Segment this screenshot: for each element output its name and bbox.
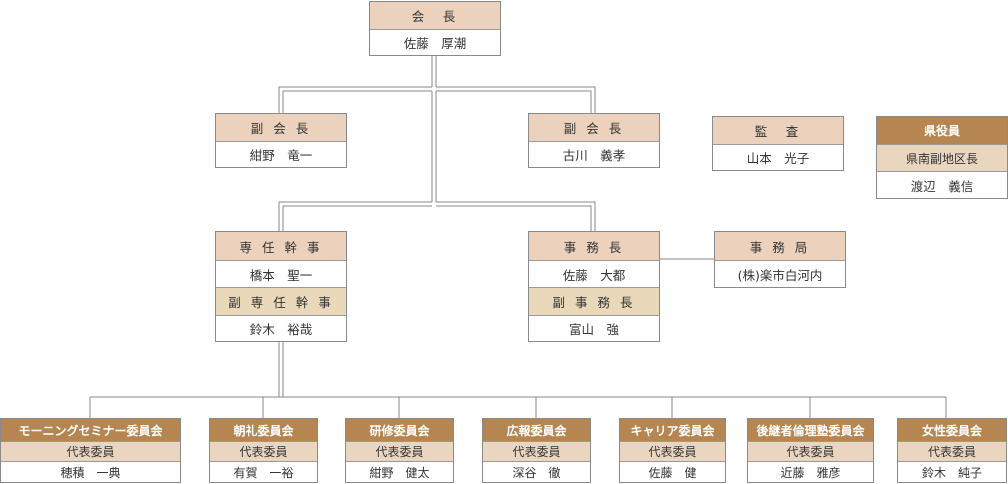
executive-secretary-box: 専 任 幹 事 橋本 聖一 副 専 任 幹 事 鈴木 裕哉 [215, 231, 347, 342]
committee-role: 代表委員 [620, 441, 725, 461]
committee-box: 後継者倫理塾委員会 代表委員 近藤 雅彦 [747, 418, 874, 483]
prefecture-officer-box: 県役員 県南副地区長 渡辺 義信 [876, 116, 1008, 199]
vice-president-box-1: 副 会 長 紺野 竜一 [215, 113, 347, 168]
committee-name: 後継者倫理塾委員会 [748, 419, 873, 441]
office-title: 事 務 局 [715, 232, 845, 260]
committee-name: 広報委員会 [483, 419, 590, 441]
vice-president-name: 古川 義孝 [529, 141, 659, 167]
secretary-general-name: 佐藤 大都 [529, 260, 659, 287]
secretary-general-title: 事 務 長 [529, 232, 659, 260]
committee-member: 紺野 健太 [346, 461, 453, 482]
committee-member: 近藤 雅彦 [748, 461, 873, 482]
vice-president-name: 紺野 竜一 [216, 141, 346, 167]
committee-role: 代表委員 [1, 441, 180, 461]
president-name: 佐藤 厚潮 [370, 29, 500, 55]
committee-role: 代表委員 [748, 441, 873, 461]
committee-role: 代表委員 [346, 441, 453, 461]
committee-box: キャリア委員会 代表委員 佐藤 健 [619, 418, 726, 483]
committee-name: 研修委員会 [346, 419, 453, 441]
auditor-title: 監 査 [713, 117, 843, 144]
committee-box: 広報委員会 代表委員 深谷 徹 [482, 418, 591, 483]
deputy-secretary-general-title: 副 事 務 長 [529, 287, 659, 315]
committee-box: 朝礼委員会 代表委員 有賀 一裕 [209, 418, 318, 483]
vice-president-title: 副 会 長 [529, 114, 659, 141]
auditor-name: 山本 光子 [713, 144, 843, 170]
deputy-executive-secretary-title: 副 専 任 幹 事 [216, 287, 346, 315]
committee-role: 代表委員 [898, 441, 1006, 461]
vice-president-title: 副 会 長 [216, 114, 346, 141]
committee-member: 深谷 徹 [483, 461, 590, 482]
executive-secretary-title: 専 任 幹 事 [216, 232, 346, 260]
committee-member: 佐藤 健 [620, 461, 725, 482]
president-title: 会 長 [370, 2, 500, 29]
committee-name: キャリア委員会 [620, 419, 725, 441]
committee-box: 研修委員会 代表委員 紺野 健太 [345, 418, 454, 483]
committee-name: 朝礼委員会 [210, 419, 317, 441]
deputy-executive-secretary-name: 鈴木 裕哉 [216, 315, 346, 341]
prefecture-officer-name: 渡辺 義信 [877, 171, 1007, 198]
committee-box: モーニングセミナー委員会 代表委員 穂積 一典 [0, 418, 181, 483]
committee-box: 女性委員会 代表委員 鈴木 純子 [897, 418, 1007, 483]
committee-member: 有賀 一裕 [210, 461, 317, 482]
prefecture-officer-role: 県南副地区長 [877, 144, 1007, 171]
office-name: (株)楽市白河内 [715, 260, 845, 287]
secretary-general-box: 事 務 長 佐藤 大都 副 事 務 長 富山 強 [528, 231, 660, 342]
prefecture-officer-header: 県役員 [877, 117, 1007, 144]
executive-secretary-name: 橋本 聖一 [216, 260, 346, 287]
deputy-secretary-general-name: 富山 強 [529, 315, 659, 341]
committee-role: 代表委員 [210, 441, 317, 461]
committee-name: 女性委員会 [898, 419, 1006, 441]
president-box: 会 長 佐藤 厚潮 [369, 1, 501, 56]
vice-president-box-2: 副 会 長 古川 義孝 [528, 113, 660, 168]
auditor-box: 監 査 山本 光子 [712, 116, 844, 171]
committee-member: 穂積 一典 [1, 461, 180, 482]
committee-role: 代表委員 [483, 441, 590, 461]
office-box: 事 務 局 (株)楽市白河内 [714, 231, 846, 288]
committee-member: 鈴木 純子 [898, 461, 1006, 482]
committee-name: モーニングセミナー委員会 [1, 419, 180, 441]
